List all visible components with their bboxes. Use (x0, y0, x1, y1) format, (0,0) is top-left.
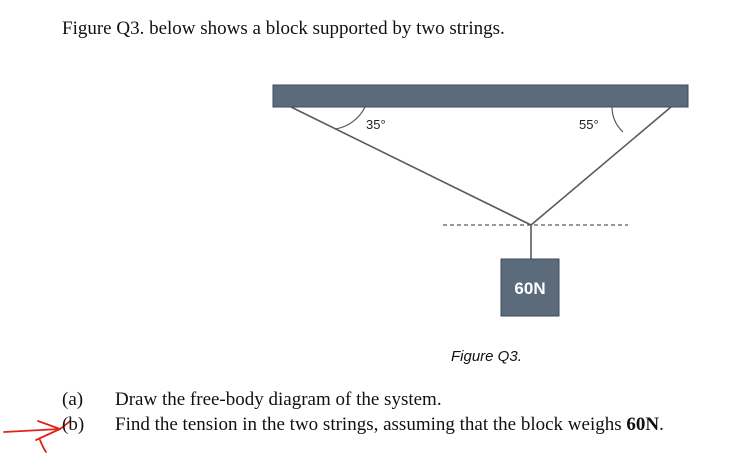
question-b: (b) Find the tension in the two strings,… (62, 414, 664, 436)
red-arrow-annotation (3, 420, 71, 453)
intro-text: Figure Q3. below shows a block supported… (62, 18, 505, 39)
weight-block (500, 258, 560, 317)
left-angle-label: 35° (366, 117, 386, 132)
right-string (530, 106, 672, 226)
right-angle-arc (611, 106, 624, 133)
question-b-text-main: Find the tension in the two strings, ass… (115, 414, 627, 435)
question-a-text: Draw the free-body diagram of the system… (115, 389, 442, 410)
question-b-label: (b) (62, 414, 85, 435)
question-b-text: Find the tension in the two strings, ass… (115, 414, 664, 436)
question-a-label: (a) (62, 389, 84, 410)
question-b-text-end: . (659, 414, 664, 435)
question-b-weight: 60N (626, 414, 660, 435)
right-angle-label: 55° (579, 117, 599, 132)
ceiling-beam (272, 84, 689, 108)
block-label: 60N (514, 279, 545, 298)
question-a: (a) Draw the free-body diagram of the sy… (62, 389, 442, 411)
left-angle-arc (334, 106, 366, 130)
left-string (290, 106, 532, 226)
figure-caption: Figure Q3. (451, 348, 522, 365)
